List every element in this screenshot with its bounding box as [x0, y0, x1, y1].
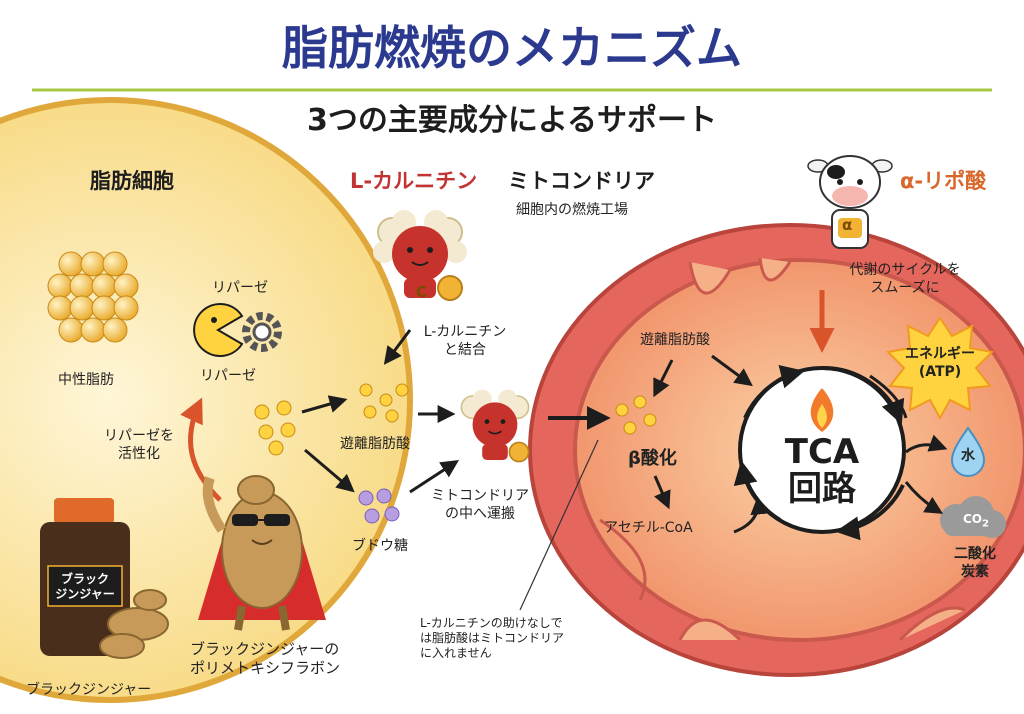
lipase-label-top: リパーゼ: [212, 280, 268, 296]
water-drop-icon: [950, 426, 986, 477]
page-subtitle: 3つの主要成分によるサポート: [307, 103, 717, 138]
beta-oxidation-label: β酸化: [628, 448, 677, 469]
fatty-acid-drop: [395, 383, 409, 397]
acetyl-coa-label: アセチル-CoA: [604, 520, 693, 536]
cow-mascot: [807, 155, 893, 249]
carnitine-bind-label: L-カルニチンと結合: [423, 324, 507, 358]
callout-line: [519, 439, 599, 611]
triglyceride-droplet: [69, 273, 95, 299]
arrow-coa-to-tca: [733, 496, 769, 534]
fatty-acid-drop: [276, 400, 292, 416]
triglyceride-droplet: [58, 251, 84, 277]
mitochondria-title: ミトコンドリア: [508, 169, 655, 193]
polymethoxyflavone-label: ブラックジンジャーのポリメトキシフラボン: [190, 640, 341, 677]
co2-cloud-icon: [940, 496, 1006, 538]
arrow-tca-to-atp: [869, 374, 908, 419]
alpha-lipoic-note: 代謝のサイクルをスムーズに: [849, 262, 961, 296]
triglyceride-droplet: [113, 273, 139, 299]
transport-label: ミトコンドリアの中へ運搬: [431, 488, 529, 522]
arrow-cell-to-glucose: [304, 448, 355, 493]
fatty-acid-drop: [359, 383, 373, 397]
fatty-acid-drop: [615, 403, 629, 417]
fatty-acid-drop: [623, 421, 637, 435]
glucose-label: ブドウ糖: [352, 538, 408, 554]
carnitine-mascot: [373, 210, 467, 301]
neutral-fat-label: 中性脂肪: [58, 372, 114, 388]
mitochondria-subtitle: 細胞内の燃焼工場: [516, 202, 628, 218]
arrow-glucose-to-carnitine: [409, 460, 460, 494]
triglyceride-droplet: [102, 317, 128, 343]
triglyceride-droplet: [102, 251, 128, 277]
arrow-carnitine-bind: [383, 329, 412, 365]
arrow-beta-to-coa: [653, 475, 671, 510]
fatty-acid-drop: [258, 424, 274, 440]
triglyceride-droplet: [80, 317, 106, 343]
co2-label: 二酸化炭素: [954, 546, 996, 580]
fatty-acid-drop: [254, 404, 270, 420]
glucose-drop: [358, 490, 374, 506]
arrow-ffa-to-beta: [653, 359, 674, 398]
co2-badge: CO2: [963, 512, 989, 530]
bottle-label: ブラックジンジャー: [55, 572, 115, 601]
flame-icon: [810, 388, 834, 432]
activate-lipase-label: リパーゼを活性化: [104, 428, 174, 462]
lipase-enzyme-icon: [193, 303, 244, 357]
triglyceride-droplet: [47, 295, 73, 321]
glucose-drop: [376, 488, 392, 504]
arrow-tca-to-co2: [904, 481, 944, 514]
triglyceride-droplet: [69, 295, 95, 321]
energy-label: エネルギー(ATP): [905, 346, 975, 380]
fatty-acid-drop: [280, 422, 296, 438]
triglyceride-droplet: [113, 295, 139, 321]
triglyceride-droplet: [47, 273, 73, 299]
fatty-acid-drop: [379, 393, 393, 407]
fatty-acid-drops-mito: [615, 395, 657, 435]
water-label: 水: [961, 448, 975, 464]
fatty-acid-drops-free: [359, 383, 409, 423]
alpha-lipoic-title: α-リポ酸: [900, 169, 987, 193]
carnitine-carrier-mascot: [460, 389, 530, 463]
fatty-acid-drop: [363, 405, 377, 419]
page-title: 脂肪燃焼のメカニズム: [282, 21, 742, 75]
energy-burst: [885, 316, 995, 421]
arrow-tca-to-water: [905, 434, 948, 454]
fatty-acid-drop: [643, 413, 657, 427]
carnitine-callout: L-カルニチンの助けなしでは脂肪酸はミトコンドリアに入れません: [420, 616, 565, 660]
triglyceride-droplet: [80, 251, 106, 277]
black-ginger-label: ブラックジンジャー: [26, 682, 152, 698]
lipase-label-bottom: リパーゼ: [200, 368, 256, 384]
triglyceride-droplet: [91, 295, 117, 321]
glucose-drop: [364, 508, 380, 524]
fatty-acid-drop: [385, 409, 399, 423]
carnitine-coin-symbol: C: [416, 283, 428, 301]
fatty-acid-drop: [633, 395, 647, 409]
arrow-ffa-to-tca: [711, 354, 753, 387]
alpha-badge: α: [842, 216, 853, 234]
triglyceride-cluster: [47, 251, 139, 343]
fatty-acid-drop: [268, 440, 284, 456]
arrow-cell-to-ffa: [301, 395, 348, 414]
triglyceride-droplet: [58, 317, 84, 343]
triglyceride-droplet: [91, 273, 117, 299]
fat-cell-title: 脂肪細胞: [90, 169, 174, 193]
gear-icon: [242, 312, 282, 352]
fatty-acid-drops-cell: [254, 400, 296, 456]
ginger-mascot: [198, 475, 326, 631]
free-fatty-acid-label: 遊離脂肪酸: [340, 436, 410, 452]
glucose-drops: [358, 488, 400, 524]
glucose-drop: [384, 506, 400, 522]
ginger-root: [99, 589, 169, 659]
carnitine-title: L-カルニチン: [350, 169, 478, 193]
mito-free-fatty-acid-label: 遊離脂肪酸: [640, 332, 710, 348]
